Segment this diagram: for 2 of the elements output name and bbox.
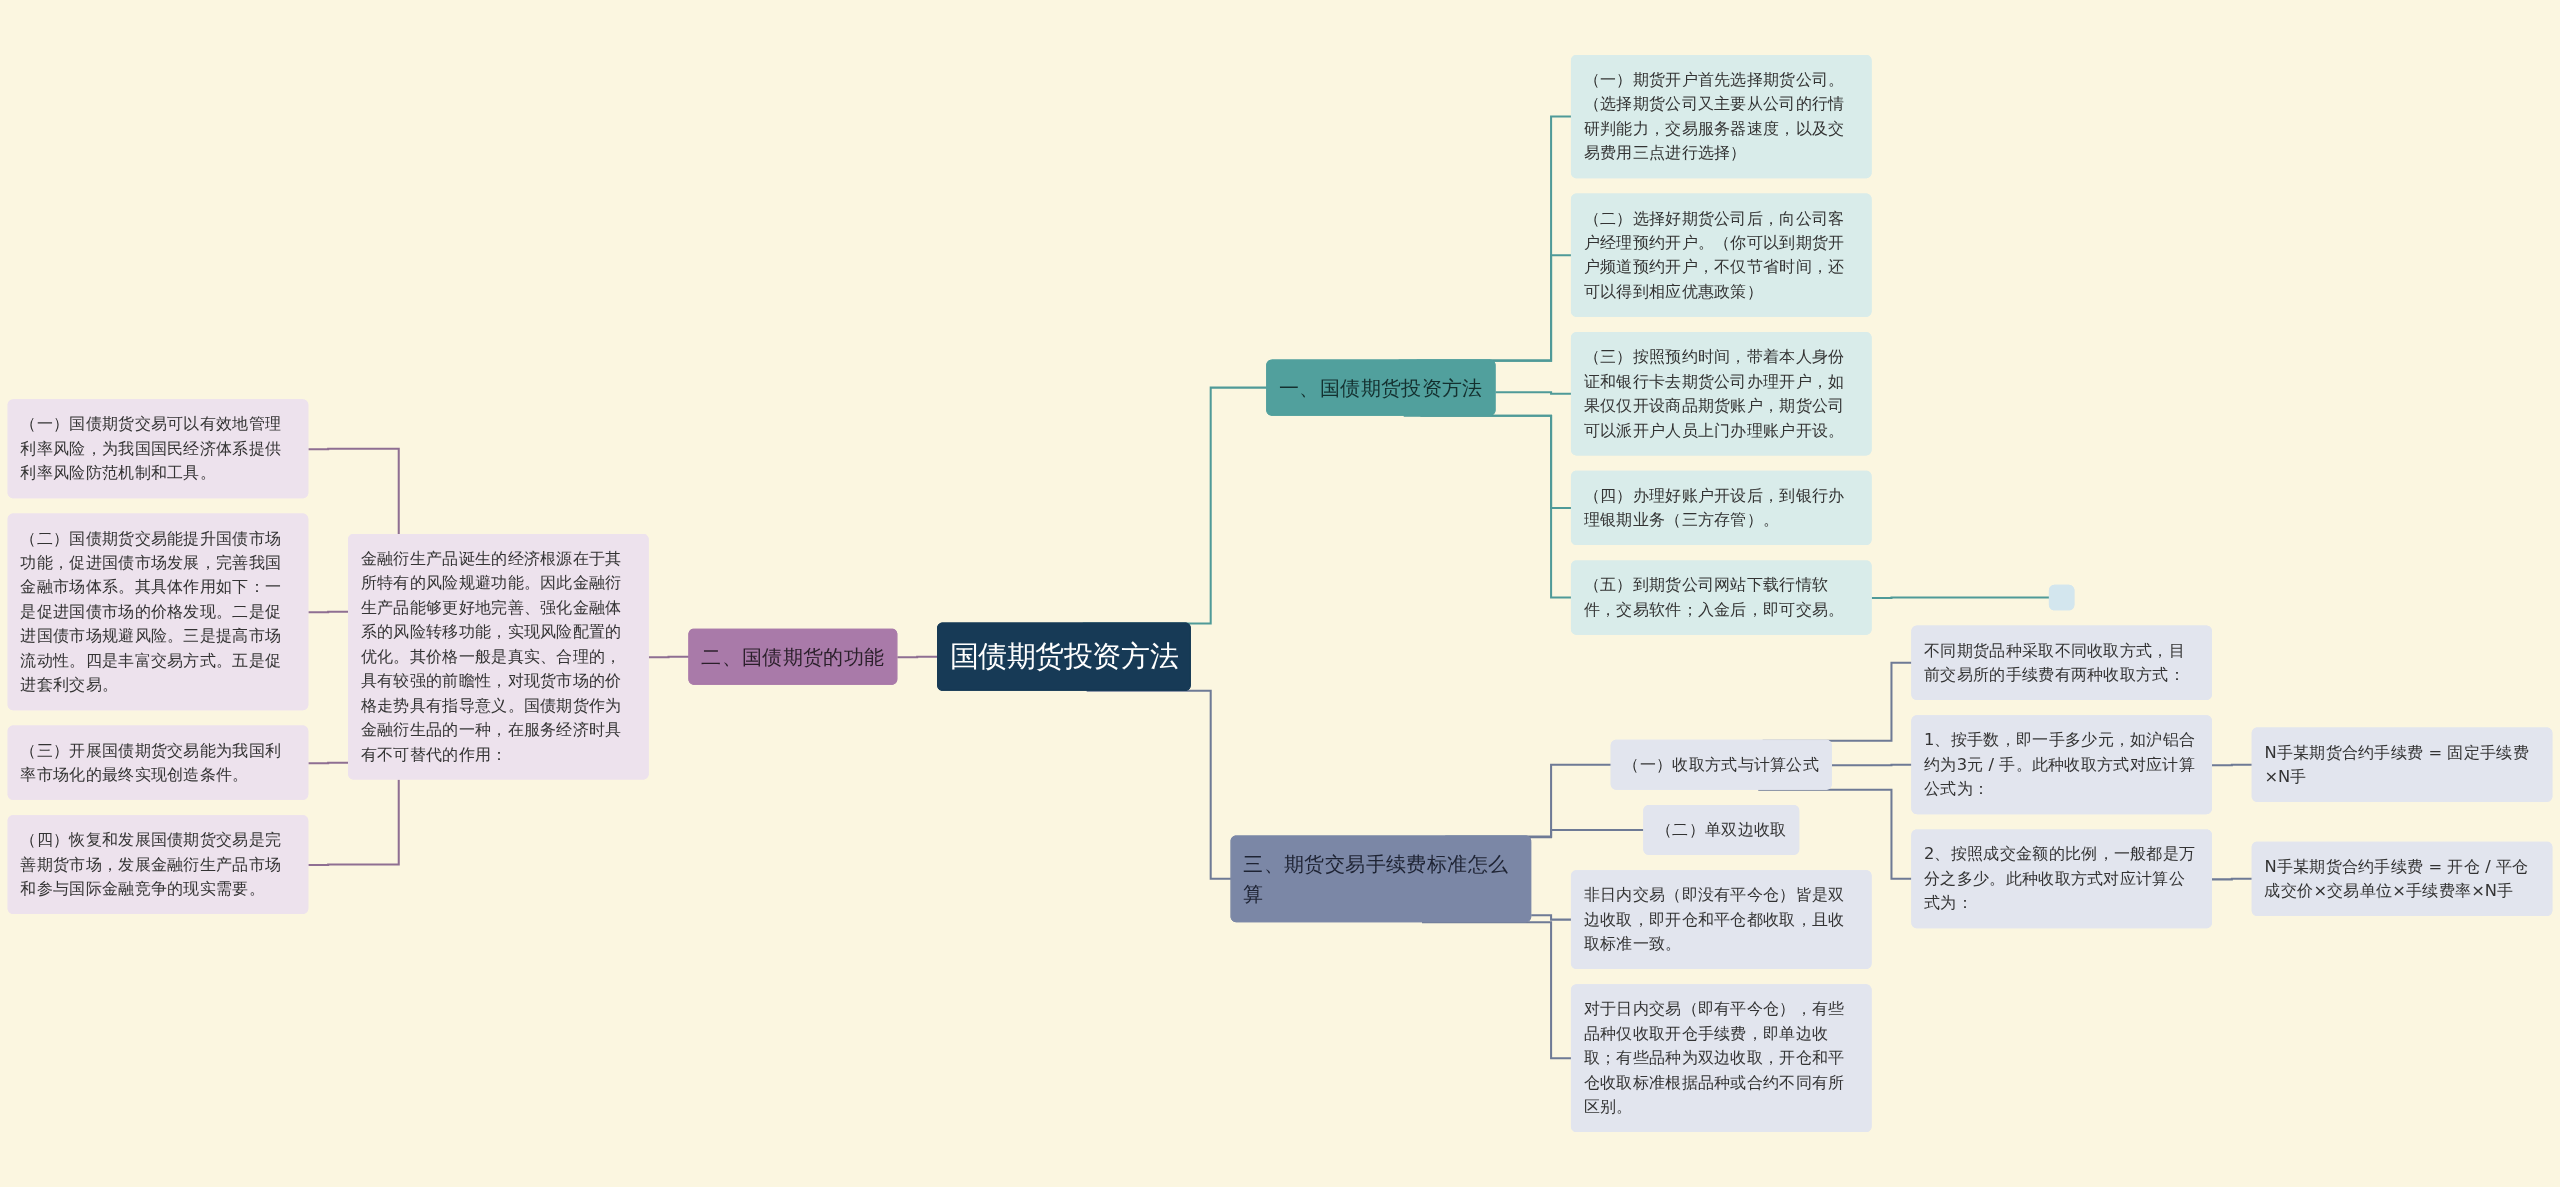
connector [308,447,400,535]
connector [308,779,400,867]
